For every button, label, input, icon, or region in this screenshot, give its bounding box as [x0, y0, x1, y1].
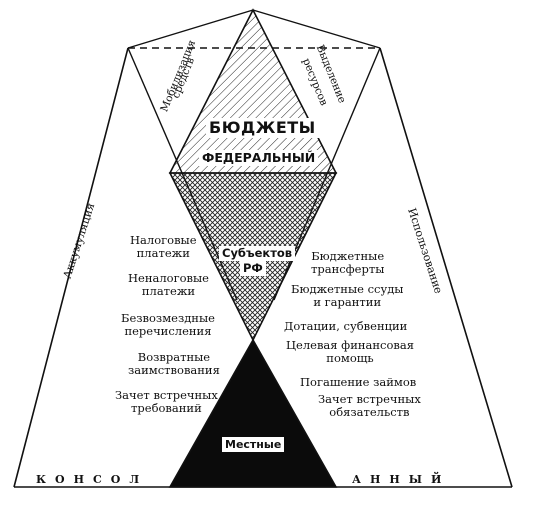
federal-budget-triangle [168, 8, 338, 174]
local-budget-label: Местные [222, 437, 285, 452]
consolidated-right-part: АННЫЙ [352, 473, 451, 486]
regional-budget-label-line2: РФ [240, 261, 266, 276]
consolidated-left-part: КОНСОЛ [36, 473, 149, 486]
federal-budget-label: ФЕДЕРАЛЬНЫЙ [199, 150, 319, 166]
frame-right-outer-edge [379, 47, 513, 488]
frame-left-outer-edge [13, 47, 129, 488]
apex-right-line [252, 9, 381, 49]
apex-left-line [127, 9, 254, 49]
regional-budget-label-line1: Субъектов [219, 246, 296, 261]
expense-item: Дотации, субвенции [284, 319, 408, 333]
expense-item: Погашение займов [300, 375, 417, 389]
budgets-title: БЮДЖЕТЫ [206, 118, 319, 138]
